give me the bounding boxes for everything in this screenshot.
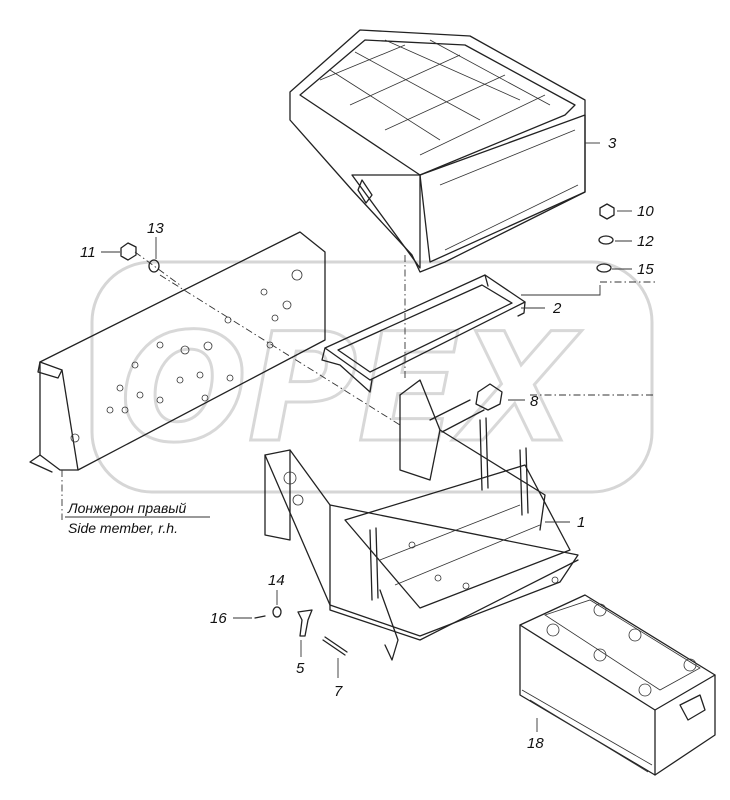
assembly-lines [61,251,655,520]
washer-14 [272,606,282,618]
battery-cover [289,29,586,273]
callout-10: 10 [637,203,654,220]
callout-8: 8 [530,393,539,410]
washer-15 [596,263,612,273]
callout-18: 18 [527,735,544,752]
washer-12 [598,235,614,245]
callout-13: 13 [147,220,164,237]
watermark: OPEX [90,260,654,494]
pin-7 [322,636,348,656]
side-member-label-en: Side member, r.h. [68,520,178,536]
side-member [29,231,326,473]
retaining-frame [321,274,526,393]
washer-13 [148,259,160,273]
callout-2: 2 [552,300,562,317]
callout-7: 7 [334,683,343,700]
callout-5: 5 [296,660,305,677]
callout-12: 12 [637,233,654,250]
callout-16: 16 [210,610,227,627]
latch-5 [297,609,313,637]
callout-11: 11 [80,244,96,261]
callout-14: 14 [268,572,285,589]
bolt [429,383,503,433]
battery-tray [264,379,579,661]
callout-3: 3 [608,135,617,152]
leader-lines [65,142,632,732]
battery [519,594,716,776]
callout-15: 15 [637,261,654,278]
callout-1: 1 [577,514,585,531]
nut-10 [599,203,615,220]
side-member-label-ru: Лонжерон правый [67,500,187,516]
watermark-text: OPEX [120,302,582,476]
pin-16 [254,615,266,619]
nut-11 [120,242,137,261]
